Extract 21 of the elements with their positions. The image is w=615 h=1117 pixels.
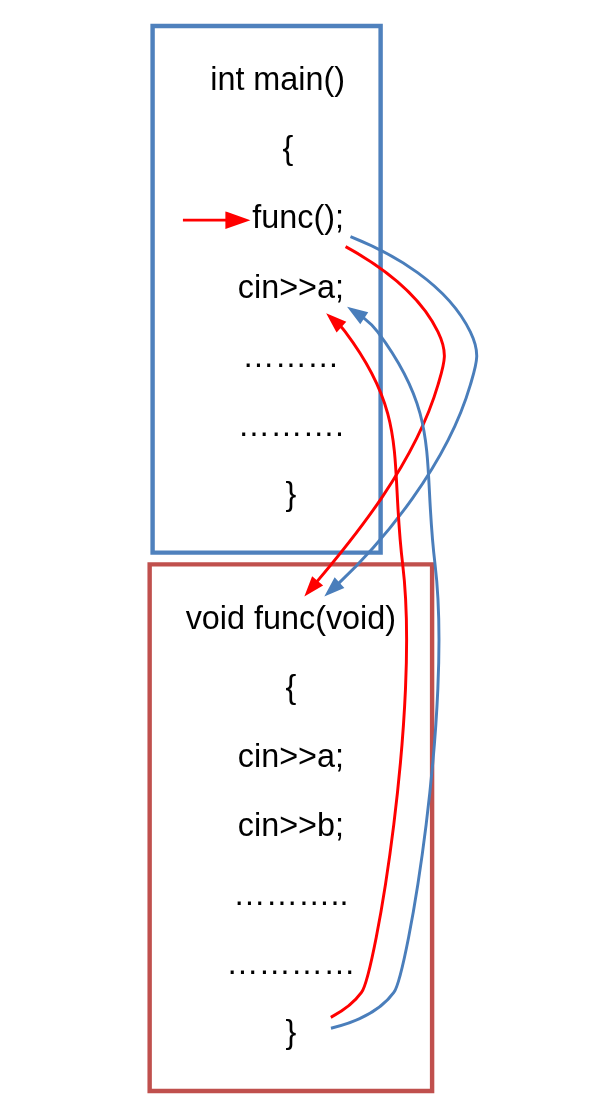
node-text: ……… xyxy=(242,337,340,374)
node-text: } xyxy=(285,1014,297,1051)
arrow xyxy=(182,211,251,229)
node-text: int main() xyxy=(210,61,346,98)
node-text: cin>>a; xyxy=(237,268,344,305)
node-text: ………. xyxy=(237,406,344,443)
node-text: ………… xyxy=(226,945,356,982)
cluster xyxy=(150,23,383,555)
node-text: cin>>a; xyxy=(237,737,344,774)
node-text: } xyxy=(285,475,297,512)
node-text: func(); xyxy=(252,199,345,236)
node-text: cin>>b; xyxy=(237,806,344,843)
node-text: void func(void) xyxy=(185,599,397,636)
node-text: { xyxy=(282,130,294,167)
arrow xyxy=(304,245,446,597)
arrow xyxy=(324,235,479,597)
arrow xyxy=(326,313,408,1019)
node-text: { xyxy=(285,668,297,705)
node-text: ……….. xyxy=(233,876,349,913)
arrow xyxy=(330,306,441,1030)
cluster xyxy=(147,562,435,1094)
